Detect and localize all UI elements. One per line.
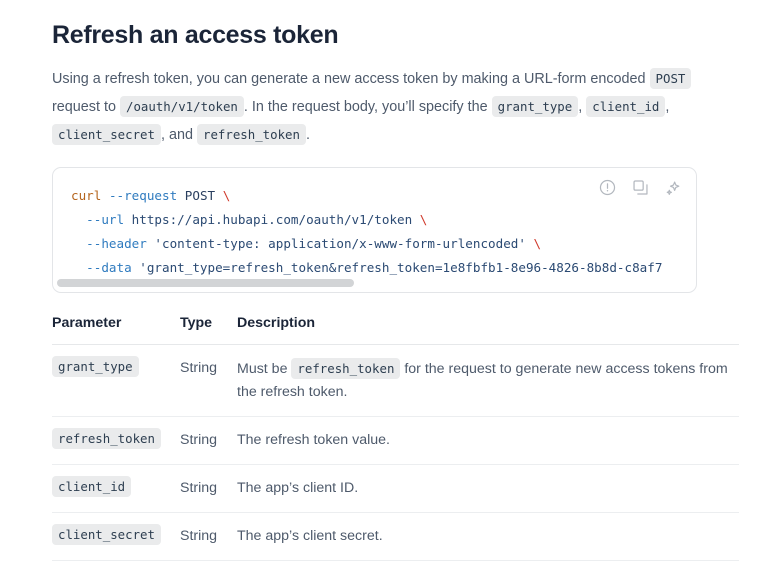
cell-type: String — [180, 344, 237, 417]
cell-description: Must be refresh_token for the request to… — [237, 344, 739, 417]
code-token — [177, 188, 185, 203]
intro-text-1: Using a refresh token, you can generate … — [52, 71, 650, 87]
code-token: --data — [86, 260, 132, 275]
intro-paragraph: Using a refresh token, you can generate … — [32, 65, 727, 149]
description-inline-code: refresh_token — [291, 358, 401, 379]
page-title: Refresh an access token — [52, 21, 339, 49]
sparkle-icon[interactable] — [664, 178, 683, 197]
copy-icon[interactable] — [631, 178, 650, 197]
parameter-name-chip: client_secret — [52, 524, 161, 545]
column-header-parameter: Parameter — [52, 315, 180, 345]
intro-text-5: , — [665, 99, 670, 115]
cell-type: String — [180, 416, 237, 465]
description-text: The app’s client ID. — [237, 480, 359, 496]
code-token — [71, 212, 86, 227]
code-token: curl — [71, 188, 102, 203]
code-token: --request — [108, 188, 178, 203]
intro-text-7: . — [305, 127, 310, 143]
code-token: \ — [222, 188, 231, 203]
cell-description: The app’s client ID. — [237, 464, 739, 513]
inline-code-grant-type: grant_type — [491, 96, 579, 117]
code-horizontal-scrollbar[interactable] — [57, 279, 692, 287]
inline-code-client-id: client_id — [586, 96, 666, 117]
cell-parameter: grant_type — [52, 344, 180, 417]
inline-code-client-secret: client_secret — [52, 124, 161, 145]
intro-text-3: . In the request body, you’ll specify th… — [243, 99, 492, 115]
column-header-description: Description — [237, 315, 739, 345]
code-token — [101, 188, 109, 203]
intro-text-2: request to — [52, 99, 120, 115]
description-text: The app’s client secret. — [237, 528, 383, 544]
code-token: 'grant_type=refresh_token&refresh_token=… — [131, 260, 663, 275]
description-text-suffix: for the request to generate new access t… — [237, 361, 728, 400]
cell-parameter: refresh_token — [52, 416, 180, 465]
code-token: 'content-type: application/x-www-form-ur… — [146, 236, 534, 251]
code-token: \ — [419, 212, 428, 227]
intro-text-6: , and — [160, 127, 197, 143]
cell-description: The refresh token value. — [237, 416, 739, 465]
code-token: POST — [184, 188, 216, 203]
documentation-page: Refresh an access token Using a refresh … — [32, 21, 739, 561]
parameter-name-chip: client_id — [52, 476, 132, 497]
report-issue-icon[interactable] — [598, 178, 617, 197]
inline-code-refresh-token: refresh_token — [197, 124, 306, 145]
parameter-name-chip: refresh_token — [52, 428, 161, 449]
parameter-name-chip: grant_type — [52, 356, 139, 377]
code-token: https://api.hubapi.com/oauth/v1/token — [124, 212, 420, 227]
inline-code-post: POST — [649, 68, 692, 89]
cell-parameter: client_secret — [52, 512, 180, 561]
code-token: --url — [86, 212, 125, 227]
inline-code-token-path: /oauth/v1/token — [120, 96, 244, 117]
code-block: curl --request POST \ --url https://api.… — [52, 167, 697, 293]
cell-type: String — [180, 512, 237, 561]
description-text: Must be — [237, 361, 292, 377]
code-token: \ — [533, 236, 542, 251]
intro-text-4: , — [578, 99, 587, 115]
code-scrollbar-thumb[interactable] — [57, 279, 354, 287]
cell-type: String — [180, 464, 237, 513]
code-block-actions — [598, 178, 683, 197]
code-token — [71, 236, 86, 251]
code-content: curl --request POST \ --url https://api.… — [53, 168, 696, 278]
column-header-type: Type — [180, 315, 237, 345]
table-header: Parameter Type Description — [52, 315, 739, 345]
code-scroll-viewport: curl --request POST \ --url https://api.… — [53, 168, 696, 278]
cell-parameter: client_id — [52, 464, 180, 513]
table-header-row: Parameter Type Description — [52, 315, 739, 345]
code-token — [71, 260, 86, 275]
description-text: The refresh token value. — [237, 432, 390, 448]
code-token — [215, 188, 223, 203]
cell-description: The app’s client secret. — [237, 512, 739, 561]
code-token: --header — [86, 236, 147, 251]
